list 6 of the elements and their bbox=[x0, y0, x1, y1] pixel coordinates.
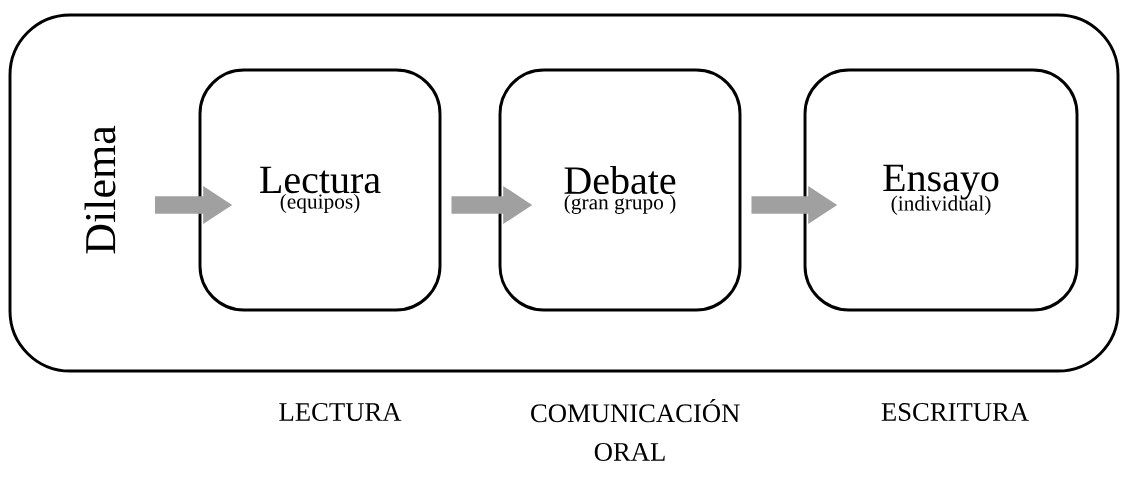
stage-label: ESCRITURA bbox=[881, 403, 1029, 421]
stage-label: COMUNICACIÓN ORAL bbox=[531, 399, 740, 461]
step-box: Debate (gran grupo ) bbox=[498, 68, 742, 312]
step-box: Ensayo (individual) bbox=[803, 68, 1079, 312]
step-box: Lectura (equipos) bbox=[198, 68, 442, 312]
stage-label: LECTURA bbox=[279, 403, 402, 421]
